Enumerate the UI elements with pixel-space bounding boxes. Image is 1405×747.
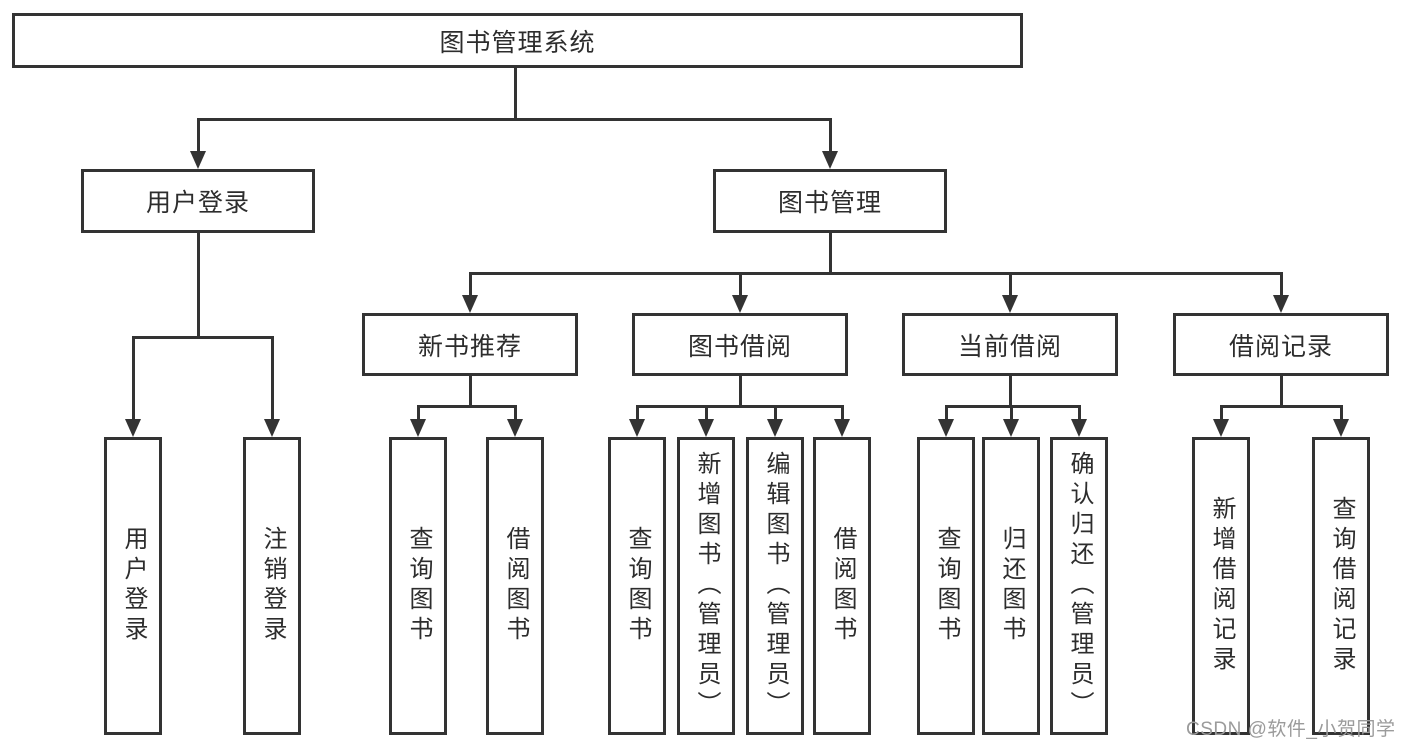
connector-line	[1078, 405, 1081, 419]
arrow-down-icon	[190, 151, 206, 169]
arrow-down-icon	[698, 419, 714, 437]
node-label: 新增图书（管理员）	[693, 451, 720, 721]
leaf-query-books-under-recommend: 查询图书	[389, 437, 447, 735]
arrow-down-icon	[462, 295, 478, 313]
node-label: 确认归还（管理员）	[1066, 451, 1093, 721]
node-label: 查询图书	[405, 526, 432, 646]
csdn-watermark: CSDN @软件_小贺同学	[1186, 719, 1396, 740]
node-new-book-recommend: 新书推荐	[362, 313, 578, 376]
connector-line	[132, 336, 135, 419]
connector-line	[417, 405, 420, 419]
leaf-logout: 注销登录	[243, 437, 301, 735]
arrow-down-icon	[834, 419, 850, 437]
node-current-borrow: 当前借阅	[902, 313, 1118, 376]
connector-line	[1009, 272, 1012, 295]
connector-line	[739, 376, 742, 405]
connector-line	[514, 68, 517, 118]
connector-line	[774, 405, 777, 419]
leaf-confirm-return-admin: 确认归还（管理员）	[1050, 437, 1108, 735]
leaf-return-books: 归还图书	[982, 437, 1040, 735]
connector-line	[1010, 405, 1013, 419]
connector-line	[739, 272, 742, 295]
node-book-management: 图书管理	[713, 169, 947, 233]
connector-line	[705, 405, 708, 419]
node-label: 新增借阅记录	[1208, 496, 1235, 676]
connector-line	[1280, 272, 1283, 295]
node-label: 查询图书	[624, 526, 651, 646]
connector-line	[1280, 376, 1283, 405]
arrow-down-icon	[629, 419, 645, 437]
node-label: 编辑图书（管理员）	[762, 451, 789, 721]
arrow-down-icon	[1003, 419, 1019, 437]
node-label: 新书推荐	[417, 332, 522, 361]
connector-line	[514, 405, 517, 419]
connector-line	[945, 405, 1081, 408]
node-label: 用户登录	[120, 526, 147, 646]
connector-line	[1009, 376, 1012, 405]
arrow-down-icon	[1071, 419, 1087, 437]
leaf-edit-books-admin: 编辑图书（管理员）	[746, 437, 804, 735]
arrow-down-icon	[938, 419, 954, 437]
connector-line	[197, 118, 200, 151]
connector-line	[197, 118, 831, 121]
node-library-system: 图书管理系统	[12, 13, 1023, 68]
node-label: 查询借阅记录	[1328, 496, 1355, 676]
node-user-login: 用户登录	[81, 169, 315, 233]
connector-line	[945, 405, 948, 419]
connector-line	[829, 118, 832, 151]
arrow-down-icon	[507, 419, 523, 437]
arrow-down-icon	[767, 419, 783, 437]
connector-line	[1340, 405, 1343, 419]
node-label: 图书管理系统	[439, 28, 596, 57]
node-label: 图书借阅	[687, 332, 792, 361]
leaf-query-borrow-record: 查询借阅记录	[1312, 437, 1370, 735]
node-label: 注销登录	[259, 526, 286, 646]
connector-line	[1220, 405, 1342, 408]
connector-line	[469, 376, 472, 405]
leaf-borrow-books-under-borrow: 借阅图书	[813, 437, 871, 735]
node-label: 归还图书	[998, 526, 1025, 646]
connector-line	[636, 405, 639, 419]
node-label: 借阅记录	[1228, 332, 1333, 361]
node-borrow-record: 借阅记录	[1173, 313, 1389, 376]
node-label: 用户登录	[145, 189, 250, 217]
connector-line	[197, 233, 200, 336]
arrow-down-icon	[264, 419, 280, 437]
leaf-add-borrow-record: 新增借阅记录	[1192, 437, 1250, 735]
leaf-user-login: 用户登录	[104, 437, 162, 735]
connector-line	[1220, 405, 1223, 419]
arrow-down-icon	[1002, 295, 1018, 313]
leaf-query-books-under-current: 查询图书	[917, 437, 975, 735]
leaf-add-books-admin: 新增图书（管理员）	[677, 437, 735, 735]
leaf-borrow-books-under-recommend: 借阅图书	[486, 437, 544, 735]
arrow-down-icon	[822, 151, 838, 169]
arrow-down-icon	[732, 295, 748, 313]
leaf-query-books-under-borrow: 查询图书	[608, 437, 666, 735]
connector-line	[132, 336, 274, 339]
node-label: 当前借阅	[957, 332, 1062, 361]
arrow-down-icon	[1213, 419, 1229, 437]
connector-line	[841, 405, 844, 419]
arrow-down-icon	[1273, 295, 1289, 313]
arrow-down-icon	[1333, 419, 1349, 437]
arrow-down-icon	[410, 419, 426, 437]
connector-line	[636, 405, 844, 408]
connector-line	[271, 336, 274, 419]
connector-line	[469, 272, 1282, 275]
connector-line	[469, 272, 472, 295]
connector-line	[829, 233, 832, 272]
node-label: 图书管理	[777, 189, 882, 217]
node-label: 查询图书	[933, 526, 960, 646]
node-book-borrow: 图书借阅	[632, 313, 848, 376]
connector-line	[417, 405, 517, 408]
node-label: 借阅图书	[502, 526, 529, 646]
node-label: 借阅图书	[829, 526, 856, 646]
arrow-down-icon	[125, 419, 141, 437]
